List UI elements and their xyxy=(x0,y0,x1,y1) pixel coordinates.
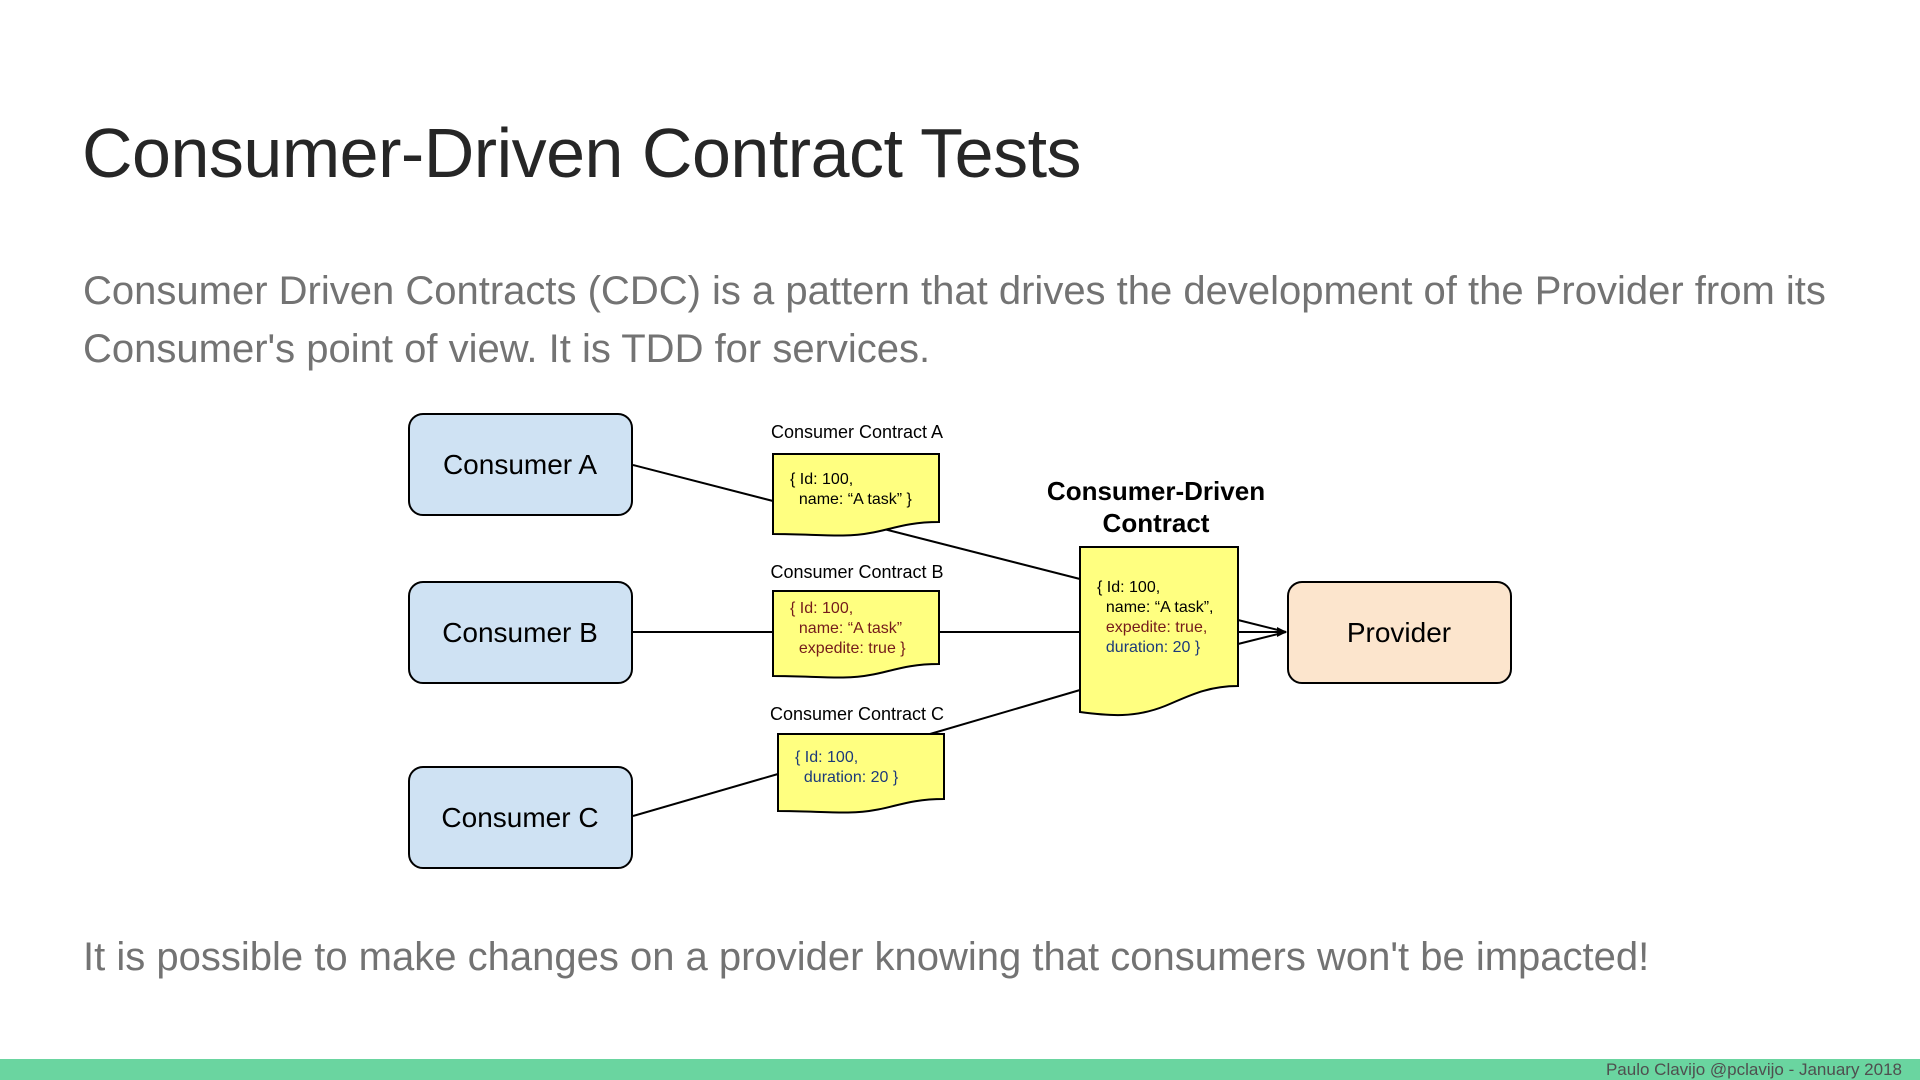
provider-box: Provider xyxy=(1287,581,1512,684)
arrow-cdc-to-provider-bottom xyxy=(1237,631,1287,645)
consumer-box-a: Consumer A xyxy=(408,413,633,516)
contract-b-line-3: expedite: true } xyxy=(790,640,906,657)
footer-credit: Paulo Clavijo @pclavijo - January 2018 xyxy=(1605,1060,1902,1079)
consumer-box-c: Consumer C xyxy=(408,766,633,869)
contract-b-line-2: name: “A task” xyxy=(790,620,902,637)
contract-a-line-1: { Id: 100, xyxy=(790,471,853,488)
consumer-a-label: Consumer A xyxy=(443,449,597,480)
cdc-title-line-2: Contract xyxy=(1103,508,1210,538)
cdc-line-4: duration: 20 } xyxy=(1097,639,1201,656)
contract-c-line-2: duration: 20 } xyxy=(795,769,899,786)
contract-b-document xyxy=(772,590,940,679)
slide-title: Consumer-Driven Contract Tests xyxy=(82,114,1082,192)
contract-b-title: Consumer Contract B xyxy=(770,562,943,582)
cdc-line-2: name: “A task”, xyxy=(1097,599,1213,616)
cdc-document xyxy=(1079,546,1239,717)
cdc-title-line-1: Consumer-Driven xyxy=(1047,476,1265,506)
connector-contract-a-to-cdc xyxy=(879,527,1081,580)
connector-consumer-c-to-contract-c xyxy=(632,773,779,817)
contract-a-document xyxy=(772,453,940,537)
cdc-line-1: { Id: 100, xyxy=(1097,579,1160,596)
arrow-cdc-to-provider-top xyxy=(1237,619,1287,633)
consumer-box-b: Consumer B xyxy=(408,581,633,684)
provider-label: Provider xyxy=(1347,617,1451,648)
contract-a-line-2: name: “A task” } xyxy=(790,491,912,508)
contract-c-document xyxy=(777,733,945,814)
footer-bar xyxy=(0,1059,1920,1080)
consumer-c-label: Consumer C xyxy=(441,802,598,833)
slide-lead-text: Consumer Driven Contracts (CDC) is a pat… xyxy=(83,269,1826,371)
contract-c-title: Consumer Contract C xyxy=(770,704,944,724)
slide-closing-text: It is possible to make changes on a prov… xyxy=(83,935,1650,979)
contract-a-title: Consumer Contract A xyxy=(771,422,943,442)
connector-consumer-a-to-contract-a xyxy=(632,464,774,502)
connector-contract-c-to-cdc xyxy=(929,689,1081,735)
consumer-b-label: Consumer B xyxy=(442,617,598,648)
cdc-line-3: expedite: true, xyxy=(1097,619,1207,636)
connector-lines xyxy=(632,464,1287,817)
contract-c-line-1: { Id: 100, xyxy=(795,749,858,766)
contract-b-line-1: { Id: 100, xyxy=(790,600,853,617)
